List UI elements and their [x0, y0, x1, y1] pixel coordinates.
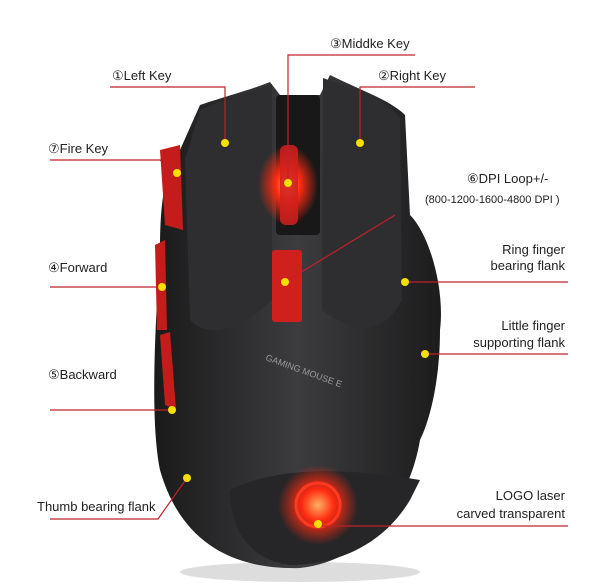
- dpi-button: [272, 250, 302, 322]
- middle-key-line: [287, 54, 415, 183]
- right-key-line: [359, 86, 475, 143]
- label-thumb: Thumb bearing flank: [37, 499, 156, 514]
- dpi-line: [284, 214, 396, 283]
- dot-little-finger: [421, 350, 429, 358]
- left-key: [185, 84, 272, 331]
- label-backward: ⑤Backward: [48, 367, 117, 382]
- dot-thumb: [183, 474, 191, 482]
- dot-dpi: [281, 278, 289, 286]
- marker-dots: [158, 139, 429, 528]
- dot-left-key: [221, 139, 229, 147]
- right-key: [322, 78, 402, 328]
- dot-backward: [168, 406, 176, 414]
- fire-key: [160, 145, 183, 230]
- fire-key-line: [50, 159, 178, 174]
- label-dpi-loop: ⑥DPI Loop+/-: [467, 171, 549, 186]
- label-fire-key: ⑦Fire Key: [48, 141, 109, 156]
- leader-lines: [50, 54, 568, 527]
- label-dpi-values: (800-1200-1600-4800 DPI ): [425, 194, 560, 206]
- label-little-finger-1: Little finger: [501, 318, 565, 333]
- dot-forward: [158, 283, 166, 291]
- dot-right-key: [356, 139, 364, 147]
- left-key-line: [110, 86, 226, 143]
- backward-button: [160, 332, 176, 410]
- logo-glow: [278, 465, 358, 545]
- dot-ring-finger: [401, 278, 409, 286]
- label-ring-finger-1: Ring finger: [502, 242, 565, 257]
- shadow: [180, 562, 420, 582]
- label-little-finger-2: supporting flank: [473, 335, 565, 350]
- label-ring-finger-2: bearing flank: [490, 258, 565, 273]
- dot-logo: [314, 520, 322, 528]
- label-left-key: ①Left Key: [112, 68, 172, 83]
- label-middle-key: ③Middke Key: [330, 36, 410, 51]
- label-logo-2: carved transparent: [456, 506, 565, 521]
- thumb-line: [50, 477, 188, 520]
- dot-middle-key: [284, 179, 292, 187]
- label-logo-1: LOGO laser: [495, 488, 565, 503]
- dot-fire-key: [173, 169, 181, 177]
- label-forward: ④Forward: [48, 260, 108, 275]
- label-right-key: ②Right Key: [378, 68, 447, 83]
